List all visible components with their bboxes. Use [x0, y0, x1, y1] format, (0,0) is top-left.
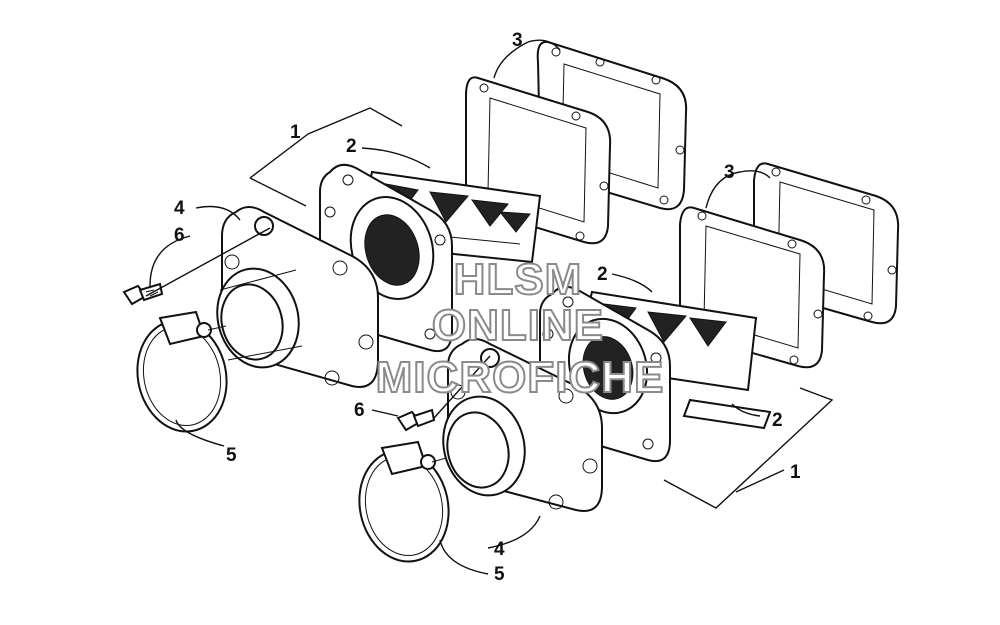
callout-2-lower: 2: [772, 410, 783, 431]
callout-3-lower: 3: [724, 162, 735, 183]
callouts: 1 2 3 4 6 5 2 3 2 1 6 4 5: [174, 30, 801, 585]
hose-clamp-upper: [136, 310, 228, 433]
callout-3-upper: 3: [512, 30, 523, 51]
bolt-lower: [396, 408, 436, 432]
callout-4-lower: 4: [494, 539, 505, 560]
watermark-line-2: ONLINE: [432, 301, 604, 350]
callout-6-upper: 6: [174, 225, 185, 246]
callout-6-lower: 6: [354, 400, 365, 421]
intake-boot-upper: [216, 206, 379, 388]
callout-5-lower: 5: [494, 564, 505, 585]
watermark-line-3: MICROFICHE: [376, 353, 665, 402]
watermark: HLSM ONLINE MICROFICHE: [375, 254, 665, 403]
callout-1-lower: 1: [790, 462, 801, 483]
watermark-line-1: HLSM: [454, 255, 583, 304]
callout-2-middle: 2: [597, 264, 608, 285]
callout-1-upper: 1: [290, 122, 301, 143]
intake-boot-lower: [442, 338, 603, 512]
callout-4-upper: 4: [174, 198, 185, 219]
hose-clamp-lower: [358, 440, 450, 563]
bolt-upper: [122, 282, 164, 306]
callout-2-upper: 2: [346, 136, 357, 157]
callout-5-upper: 5: [226, 445, 237, 466]
leader-lines: [145, 39, 834, 575]
